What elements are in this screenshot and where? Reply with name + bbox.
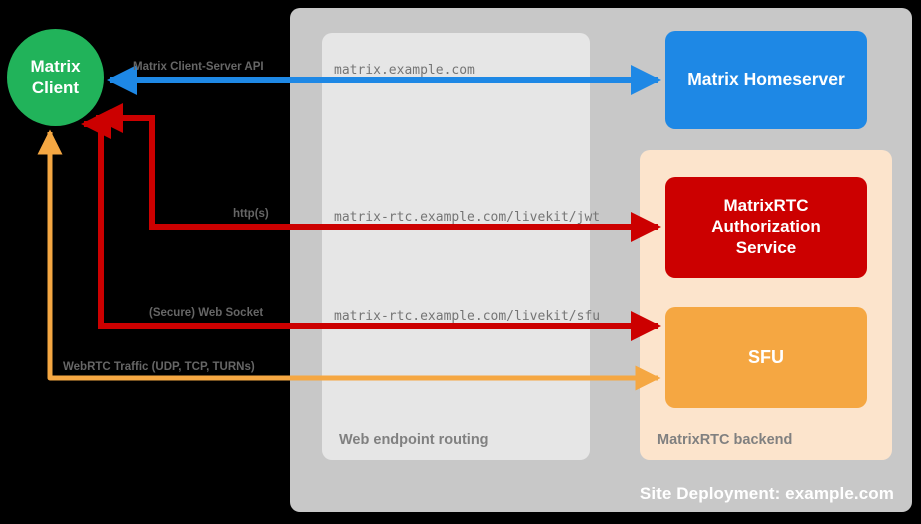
- url-label-matrix-example-com: matrix.example.com: [334, 63, 475, 78]
- node-matrix-homeserver[interactable]: Matrix Homeserver: [665, 31, 867, 129]
- web-endpoint-routing-label: Web endpoint routing: [339, 432, 489, 448]
- site-deployment-label: Site Deployment: example.com: [639, 484, 894, 503]
- node-matrix-client[interactable]: Matrix Client: [7, 29, 104, 126]
- matrixrtc-backend-label: MatrixRTC backend: [657, 432, 793, 448]
- url-label-livekit-sfu: matrix-rtc.example.com/livekit/sfu: [334, 309, 601, 324]
- matrixrtc-auth-label-line3: Service: [735, 237, 797, 257]
- edge-label-websocket: (Secure) Web Socket: [149, 307, 264, 319]
- edge-label-client-server-api: Matrix Client-Server API: [133, 61, 264, 73]
- edge-label-webrtc: WebRTC Traffic (UDP, TCP, TURNs): [63, 361, 255, 373]
- node-matrixrtc-authorization-service[interactable]: MatrixRTC Authorization Service: [665, 177, 867, 278]
- matrixrtc-auth-label-line1: MatrixRTC: [723, 196, 809, 216]
- node-sfu[interactable]: SFU: [665, 307, 867, 408]
- url-label-livekit-jwt: matrix-rtc.example.com/livekit/jwt: [334, 210, 601, 225]
- matrix-client-label-line1: Matrix: [30, 56, 81, 76]
- sfu-label: SFU: [748, 346, 784, 367]
- matrix-client-label-line2: Client: [31, 77, 80, 97]
- matrixrtc-auth-label-line2: Authorization: [711, 217, 821, 237]
- matrix-homeserver-label: Matrix Homeserver: [687, 69, 845, 90]
- edge-label-jwt: http(s): [233, 208, 269, 220]
- edge-webrtc: [37, 129, 661, 391]
